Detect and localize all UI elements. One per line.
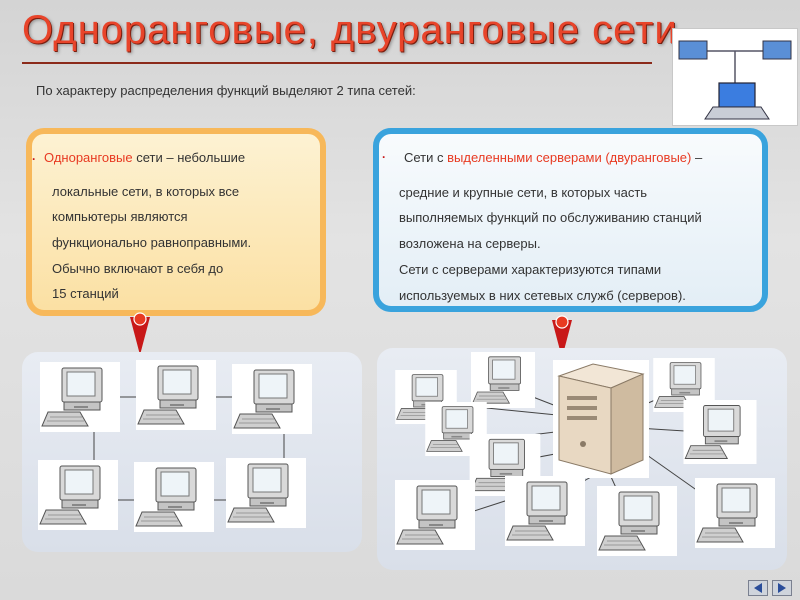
computer-icon xyxy=(136,360,216,430)
computer-icon xyxy=(695,478,775,548)
server-line-1: Сети с выделенными серверами (двуранговы… xyxy=(404,150,702,165)
peer-term: Одноранговые xyxy=(44,150,133,165)
computer-icon xyxy=(471,352,535,408)
computer-icon xyxy=(134,462,214,532)
peer-line-5: Обычно включают в себя до xyxy=(52,261,224,276)
network-illustration xyxy=(672,28,798,126)
laptop-icon xyxy=(678,40,792,120)
peer-line-1-rest: сети – небольшие xyxy=(132,150,246,165)
peer-network-box: · Одноранговые сети – небольшие локальны… xyxy=(26,128,326,316)
computer-icon xyxy=(226,458,306,528)
server-line-1-start: Сети с xyxy=(404,150,448,165)
down-arrow-icon xyxy=(552,315,572,358)
server-line-2: средние и крупные сети, в которых часть xyxy=(399,185,648,200)
computer-icon xyxy=(40,362,120,432)
computer-icon xyxy=(683,400,757,464)
peer-line-6: 15 станций xyxy=(52,286,119,301)
down-arrow-icon xyxy=(130,312,150,355)
computer-icon xyxy=(395,480,475,550)
title-divider xyxy=(22,62,652,64)
bullet-icon: · xyxy=(32,152,36,166)
server-line-1-end: – xyxy=(691,150,703,165)
slide-title: Одноранговые, двуранговые сети xyxy=(22,8,678,52)
peer-network-diagram xyxy=(22,352,362,552)
server-line-3: выполняемых функций по обслуживанию стан… xyxy=(399,210,702,225)
nav-prev-icon xyxy=(754,583,762,593)
server-line-4: возложена на серверы. xyxy=(399,236,541,251)
next-slide-button[interactable] xyxy=(772,580,792,596)
server-network-diagram xyxy=(377,348,787,570)
computer-icon xyxy=(597,486,677,556)
peer-line-2: локальные сети, в которых все xyxy=(52,184,240,199)
server-term: выделенными серверами (двуранговые) xyxy=(447,150,692,165)
intro-text: По характеру распределения функций выдел… xyxy=(36,83,416,98)
peer-line-1: Одноранговые сети – небольшие xyxy=(44,150,245,165)
peer-line-4: функционально равноправными. xyxy=(52,235,252,250)
server-icon xyxy=(553,360,649,478)
server-line-6: используемых в них сетевых служб (сервер… xyxy=(399,288,686,303)
bullet-icon: · xyxy=(382,150,386,164)
server-network-box: · Сети с выделенными серверами (двуранго… xyxy=(373,128,768,312)
peer-line-3: компьютеры являются xyxy=(52,209,188,224)
server-line-5: Сети с серверами характеризуются типами xyxy=(399,262,662,277)
computer-icon xyxy=(505,476,585,546)
nav-next-icon xyxy=(778,583,786,593)
computer-icon xyxy=(232,364,312,434)
computer-icon xyxy=(38,460,118,530)
prev-slide-button[interactable] xyxy=(748,580,768,596)
